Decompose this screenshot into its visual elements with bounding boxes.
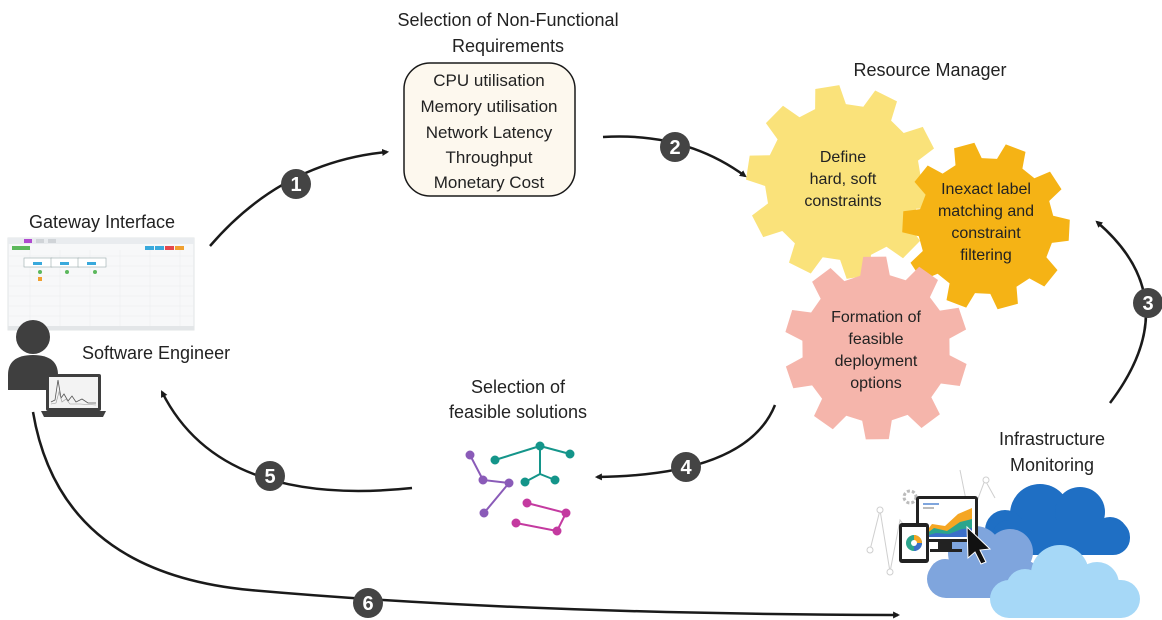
step-badge-6	[353, 588, 383, 618]
nfr-title-line2: Requirements	[452, 36, 564, 56]
software-engineer-person-icon	[8, 320, 58, 390]
step-number-6: 6	[362, 593, 373, 615]
nfr-item-latency: Network Latency	[426, 123, 553, 142]
gear3-line1: Formation of	[831, 309, 921, 326]
gear3-line4: options	[850, 375, 902, 392]
gear-deployment-options	[785, 256, 967, 440]
nfr-item-memory: Memory utilisation	[421, 97, 558, 116]
cloud-light-blue	[990, 545, 1140, 618]
resource-manager-gears	[746, 85, 1070, 440]
laptop-icon	[41, 374, 106, 417]
solutions-title-line2: feasible solutions	[449, 402, 587, 422]
arrow-step-6	[31, 411, 901, 619]
step-number-3: 3	[1142, 293, 1153, 315]
step-badge-3	[1133, 288, 1162, 318]
software-engineer-label: Software Engineer	[82, 343, 230, 363]
infra-title-line1: Infrastructure	[999, 429, 1105, 449]
step-number-4: 4	[680, 457, 692, 479]
mouse-cursor-icon	[966, 525, 992, 565]
nfr-item-cost: Monetary Cost	[434, 173, 545, 192]
monitor-dashboard-icon	[916, 496, 978, 552]
infra-title-line2: Monitoring	[1010, 455, 1094, 475]
feasible-solutions-graph-icon	[465, 441, 575, 536]
arrow-step-5	[160, 390, 413, 493]
step-number-2: 2	[669, 137, 680, 159]
arrow-step-1	[209, 148, 390, 247]
gear2-line1: Inexact label	[941, 181, 1031, 198]
nfr-title-line1: Selection of Non-Functional	[397, 10, 618, 30]
gear-label-matching	[902, 142, 1070, 310]
arrow-step-4	[594, 404, 777, 481]
step-number-5: 5	[264, 466, 275, 488]
gear2-line2: matching and	[938, 203, 1034, 220]
nfr-item-cpu: CPU utilisation	[433, 71, 545, 90]
solutions-title-line1: Selection of	[471, 377, 566, 397]
gear1-line3: constraints	[804, 193, 881, 210]
step-badge-1	[281, 169, 311, 199]
gear1-line2: hard, soft	[810, 171, 877, 188]
gear-deployment-options-text: Formation of feasible deployment options	[831, 309, 921, 392]
nfr-item-throughput: Throughput	[446, 148, 533, 167]
gear1-line1: Define	[820, 149, 866, 166]
gear3-line2: feasible	[848, 331, 903, 348]
gear-label-matching-text: Inexact label matching and constraint fi…	[938, 181, 1034, 264]
gateway-screenshot-thumbnail	[7, 237, 195, 331]
gear-define-constraints-text: Define hard, soft constraints	[804, 149, 881, 210]
tablet-pie-chart-icon	[899, 523, 929, 563]
gear2-line4: filtering	[960, 247, 1012, 264]
step-number-1: 1	[290, 174, 301, 196]
nfr-requirements-box	[403, 62, 576, 197]
gear-define-constraints	[746, 85, 940, 279]
step-badges: 1 2 3 4 5 6	[255, 132, 1162, 618]
resource-manager-title: Resource Manager	[853, 60, 1006, 80]
step-badge-4	[671, 452, 701, 482]
step-badge-5	[255, 461, 285, 491]
gear2-line3: constraint	[951, 225, 1021, 242]
step-badge-2	[660, 132, 690, 162]
gear3-line3: deployment	[835, 353, 918, 370]
gear-small-icon	[902, 489, 918, 505]
gateway-title: Gateway Interface	[29, 212, 175, 232]
